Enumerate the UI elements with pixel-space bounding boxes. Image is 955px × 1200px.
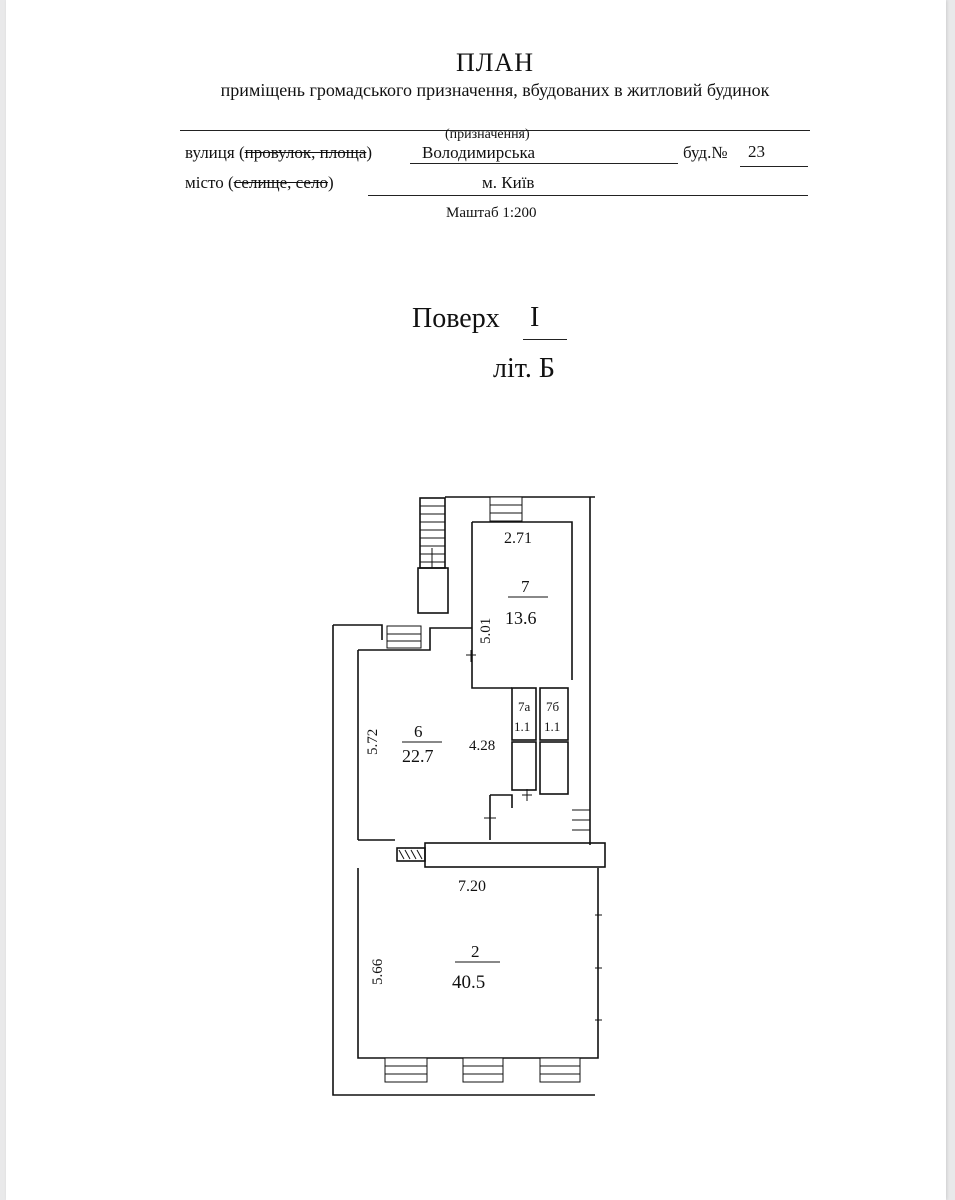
room6-area: 22.7 <box>402 746 434 766</box>
city-value: м. Київ <box>482 173 535 192</box>
dim-room2-length: 5.66 <box>370 958 386 985</box>
document-sheet <box>6 0 946 1200</box>
building-line <box>740 166 808 167</box>
document-subtitle: приміщень громадського призначення, вбуд… <box>220 80 770 100</box>
floor-label: Поверх <box>412 303 500 334</box>
outer-wall <box>332 625 595 1096</box>
partition-wall <box>424 842 606 868</box>
dim-room6-width: 4.28 <box>469 738 495 754</box>
dim-room2-width: 7.20 <box>458 878 486 895</box>
room7-number: 7 <box>521 577 530 596</box>
building-letter: літ. Б <box>493 353 555 384</box>
dim-room6-length: 5.72 <box>365 729 381 755</box>
floor-number-line <box>523 339 567 340</box>
street-value: Володимирська <box>422 143 536 162</box>
city-label: місто (селище, село) <box>185 173 334 192</box>
city-line <box>368 195 808 196</box>
street-struck-text: провулок, площа <box>244 143 367 162</box>
building-label: буд.№ <box>683 143 728 162</box>
room7a-number: 7а <box>518 699 531 714</box>
room7b-number: 7б <box>546 699 560 714</box>
street-label: вулиця (провулок, площа) <box>185 143 373 162</box>
room7-area: 13.6 <box>505 608 537 628</box>
room2-area: 40.5 <box>452 972 485 993</box>
room6-number: 6 <box>414 722 423 741</box>
dim-room7-length: 5.01 <box>478 618 494 644</box>
purpose-line <box>180 130 810 131</box>
room7a-area: 1.1 <box>514 719 530 734</box>
dim-room7-width: 2.71 <box>504 530 532 547</box>
street-line <box>410 163 678 164</box>
purpose-caption: (призначення) <box>445 127 530 142</box>
document-title: ПЛАН <box>456 48 534 77</box>
building-value: 23 <box>748 142 765 161</box>
scale-text: Маштаб 1:200 <box>446 205 537 221</box>
floor-number: I <box>530 302 540 333</box>
city-struck-text: селище, село <box>233 173 328 192</box>
room7b-area: 1.1 <box>544 719 560 734</box>
room2-number: 2 <box>471 942 480 961</box>
